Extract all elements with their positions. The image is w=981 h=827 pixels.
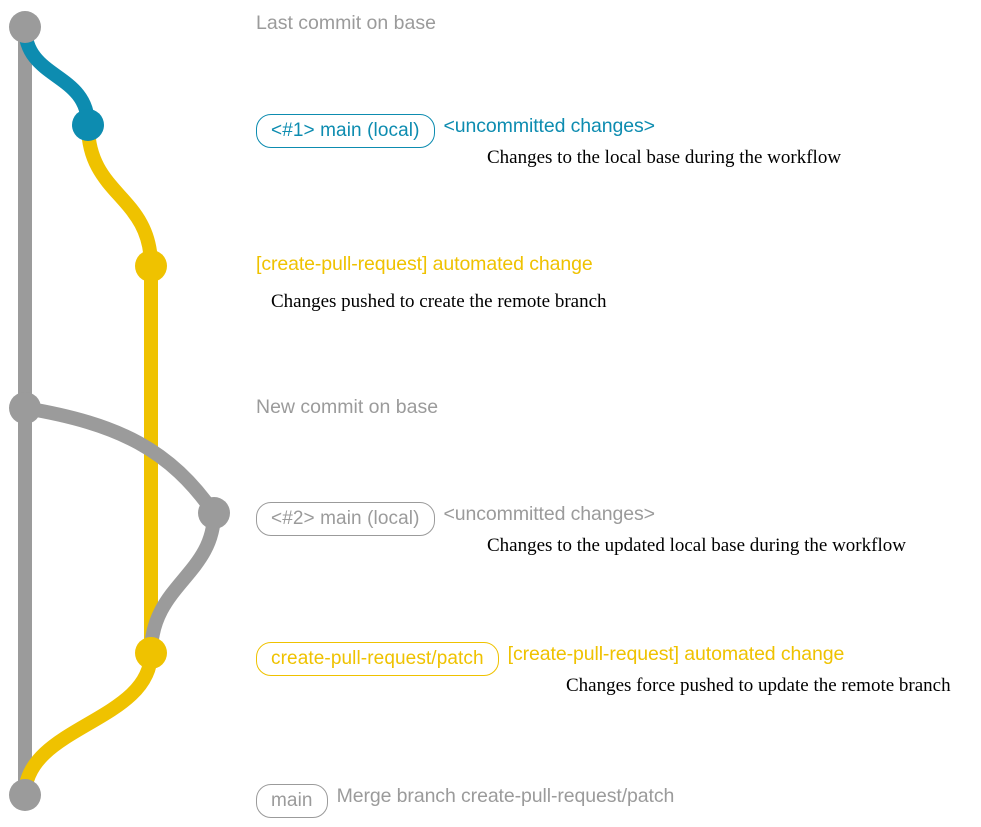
commit-detail-local-2: Changes to the updated local base during… bbox=[487, 535, 906, 556]
commit-node-base-new[interactable] bbox=[9, 392, 41, 424]
edge-basenew-to-local2 bbox=[18, 401, 221, 520]
commit-node-merge[interactable] bbox=[9, 779, 41, 811]
commit-subject: <uncommitted changes> bbox=[443, 503, 656, 525]
commit-node-pr-commit-1[interactable] bbox=[135, 250, 167, 282]
commit-subject: [create-pull-request] automated change bbox=[507, 643, 845, 665]
commit-row-local-2: <#2> main (local) <uncommitted changes> bbox=[256, 498, 656, 536]
commit-node-pr-commit-2[interactable] bbox=[135, 637, 167, 669]
commit-row-merge: main Merge branch create-pull-request/pa… bbox=[256, 780, 675, 818]
edge-local2-to-pr2 bbox=[144, 506, 221, 660]
commit-subject: New commit on base bbox=[256, 396, 439, 418]
commit-subject: Merge branch create-pull-request/patch bbox=[336, 785, 675, 807]
commit-subject: Last commit on base bbox=[256, 12, 436, 34]
ref-chip-main[interactable]: main bbox=[256, 784, 328, 818]
commit-row-base-new: New commit on base bbox=[256, 396, 439, 418]
commit-detail-local-1: Changes to the local base during the wor… bbox=[487, 147, 842, 168]
commit-subject: [create-pull-request] automated change bbox=[256, 253, 593, 275]
commit-node-local-1[interactable] bbox=[72, 109, 104, 141]
commit-row-pr-commit-2: create-pull-request/patch [create-pull-r… bbox=[256, 638, 845, 676]
ref-chip-main-local-2[interactable]: <#2> main (local) bbox=[256, 502, 435, 536]
commit-row-pr-commit-1: [create-pull-request] automated change bbox=[256, 253, 593, 275]
edge-local1-to-pr1 bbox=[81, 118, 158, 273]
ref-chip-create-pull-request-patch[interactable]: create-pull-request/patch bbox=[256, 642, 499, 676]
commit-node-base-last[interactable] bbox=[9, 11, 41, 43]
edge-pr2-to-merge bbox=[18, 646, 158, 802]
commit-row-base-last: Last commit on base bbox=[256, 12, 436, 34]
commit-row-local-1: <#1> main (local) <uncommitted changes> bbox=[256, 110, 656, 148]
commit-detail-pr-commit-1: Changes pushed to create the remote bran… bbox=[271, 291, 607, 312]
commit-subject: <uncommitted changes> bbox=[443, 115, 656, 137]
commit-node-local-2[interactable] bbox=[198, 497, 230, 529]
edge-base-to-local1 bbox=[18, 20, 95, 132]
ref-chip-main-local-1[interactable]: <#1> main (local) bbox=[256, 114, 435, 148]
commit-detail-pr-commit-2: Changes force pushed to update the remot… bbox=[566, 675, 951, 696]
